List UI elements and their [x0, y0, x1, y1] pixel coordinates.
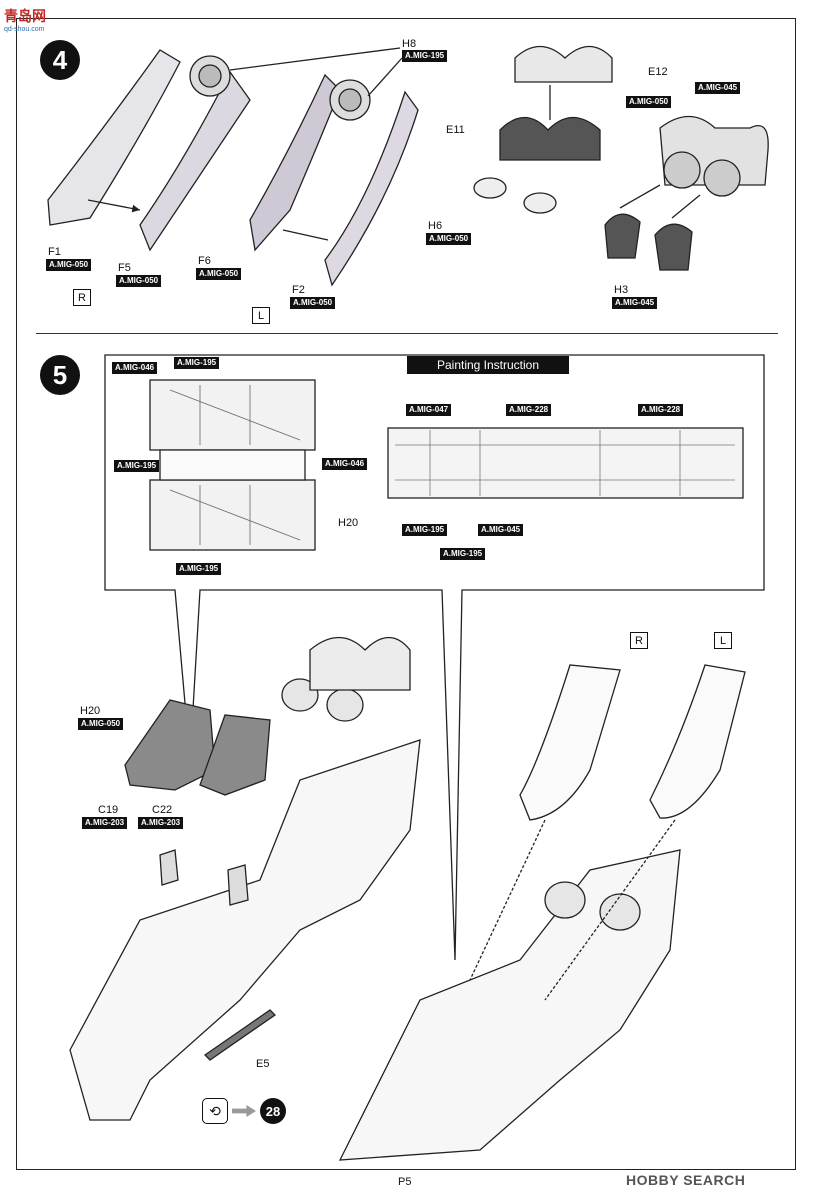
next-step-number: 28	[260, 1098, 286, 1124]
part-h6-b	[523, 192, 557, 214]
label-e12: E12	[648, 66, 668, 78]
paint-cockpit-3: A.MIG-195	[114, 460, 160, 472]
label-right-box-5: R	[630, 632, 648, 649]
part-c19	[159, 849, 179, 886]
paint-long-2: A.MIG-228	[506, 404, 552, 416]
label-e5: E5	[256, 1058, 270, 1070]
label-c19: C19	[98, 804, 119, 816]
label-f2: F2	[292, 284, 305, 296]
paint-e11: A.MIG-050	[626, 96, 672, 108]
label-h3: H3	[614, 284, 629, 296]
paint-c22: A.MIG-203	[138, 817, 184, 829]
label-h20-callout: H20	[338, 517, 359, 529]
part-h3-a	[604, 213, 641, 259]
label-e11: E11	[446, 124, 465, 136]
part-h20-b	[199, 714, 271, 796]
paint-long-4: A.MIG-195	[402, 524, 448, 536]
paint-f1: A.MIG-050	[46, 259, 92, 271]
part-f1	[47, 49, 181, 226]
paint-h8: A.MIG-195	[402, 50, 448, 62]
label-f6: F6	[198, 255, 211, 267]
duct-r	[519, 664, 621, 821]
step-4-badge: 4	[40, 40, 80, 80]
paint-f6: A.MIG-050	[196, 268, 242, 280]
paint-cockpit-4: A.MIG-046	[322, 458, 368, 470]
flip-over-icon: ⟲	[202, 1098, 228, 1124]
label-h6: H6	[428, 220, 443, 232]
part-h6-a	[473, 177, 507, 199]
label-f1: F1	[48, 246, 61, 258]
part-f6	[249, 73, 341, 252]
paint-f5: A.MIG-050	[116, 275, 162, 287]
paint-h20: A.MIG-050	[78, 718, 124, 730]
step-5-badge: 5	[40, 355, 80, 395]
paint-f2: A.MIG-050	[290, 297, 336, 309]
paint-long-1: A.MIG-047	[406, 404, 452, 416]
part-f5	[139, 70, 251, 252]
label-h20: H20	[80, 705, 101, 717]
page-frame	[16, 18, 796, 1170]
label-left-box: L	[252, 307, 270, 324]
section-divider	[36, 333, 778, 334]
duct-l	[649, 664, 746, 819]
label-right-box: R	[73, 289, 91, 306]
paint-h6: A.MIG-050	[426, 233, 472, 245]
part-f2	[324, 90, 419, 287]
fuselage-left	[69, 739, 421, 1121]
paint-long-6: A.MIG-195	[440, 548, 486, 560]
part-h3-b	[654, 223, 693, 271]
page-number: P5	[398, 1176, 412, 1188]
site-logo: 青岛网 qd-shou.com	[4, 8, 46, 33]
paint-c19: A.MIG-203	[82, 817, 128, 829]
paint-long-5: A.MIG-045	[478, 524, 524, 536]
label-left-box-5: L	[714, 632, 732, 649]
label-f5: F5	[118, 262, 131, 274]
engine-assembly-left	[309, 636, 411, 691]
label-c22: C22	[152, 804, 173, 816]
part-e11	[499, 116, 601, 161]
part-h20-a	[124, 699, 216, 791]
paint-cockpit-5: A.MIG-195	[176, 563, 222, 575]
paint-cockpit-2: A.MIG-195	[174, 357, 220, 369]
paint-long-3: A.MIG-228	[638, 404, 684, 416]
part-e12	[514, 45, 613, 83]
paint-engine: A.MIG-045	[695, 82, 741, 94]
part-e5	[203, 1009, 277, 1061]
paint-h3: A.MIG-045	[612, 297, 658, 309]
paint-cockpit-1: A.MIG-046	[112, 362, 158, 374]
label-h8: H8	[402, 38, 417, 50]
next-step-reference: ⟲ 28	[202, 1098, 286, 1124]
arrow-right-icon	[232, 1105, 256, 1117]
part-c22	[227, 864, 249, 906]
watermark: HOBBY SEARCH	[626, 1172, 746, 1188]
painting-instruction-title: Painting Instruction	[407, 356, 569, 374]
